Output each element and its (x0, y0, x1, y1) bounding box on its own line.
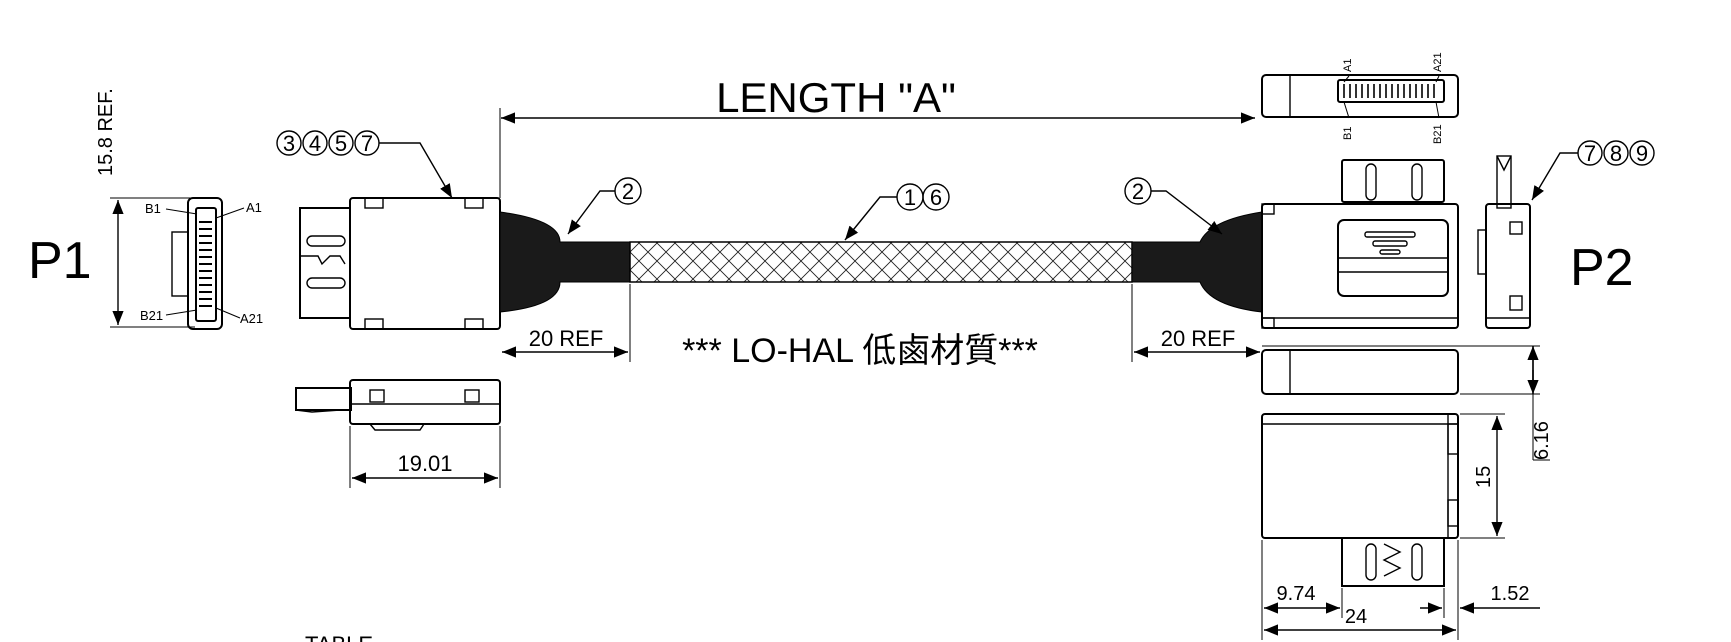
p2-label: P2 (1570, 239, 1634, 297)
p2-end-view (1477, 155, 1531, 329)
p2-pin-b21: B21 (1432, 124, 1444, 144)
cable-callout-center-1: 1 (904, 185, 916, 210)
length-a-label: LENGTH "A" (716, 74, 956, 121)
cable-callout-right: 2 (1124, 177, 1223, 235)
p2-callout-2: 8 (1610, 141, 1622, 166)
p2-callout-3: 9 (1636, 141, 1648, 166)
p1-pin-a1: A1 (246, 200, 262, 215)
p2-callout-1: 7 (1584, 141, 1596, 166)
p2-plan-view (1261, 413, 1459, 587)
p2-dim-d4: 24 (1345, 606, 1367, 628)
cable-callout-center-2: 6 (930, 185, 942, 210)
p2-pin-b1: B1 (1342, 127, 1354, 140)
lo-hal-note: *** LO-HAL 低鹵材質*** (682, 332, 1038, 370)
cable-callout-left: 2 (567, 177, 642, 235)
bottom-label: TABLE (305, 632, 373, 642)
p2-connector-body (1261, 203, 1459, 329)
p2-dim-d5: 1.52 (1491, 583, 1530, 605)
p1-pin-b21: B21 (140, 308, 163, 323)
p1-label: P1 (28, 232, 92, 290)
cable-callout-center: 1 6 (844, 183, 950, 241)
p1-pin-b1: B1 (145, 201, 161, 216)
p1-callout-3: 5 (335, 131, 347, 156)
p1-callout-4: 7 (361, 131, 373, 156)
p1-width-value: 19.01 (397, 451, 452, 476)
cable (499, 211, 1263, 313)
p2-dim-d2: 15 (1473, 466, 1495, 488)
p1-end-view: B1 A1 B21 A21 (140, 197, 263, 330)
p1-ref-length-dimension: 20 REF (502, 284, 631, 362)
p2-profile-view (1261, 345, 1540, 395)
p1-width-dimension: 19.01 (349, 426, 501, 488)
p2-tongue (1341, 159, 1445, 203)
p1-pin-a21: A21 (240, 311, 263, 326)
p1-callout-2: 4 (309, 131, 321, 156)
p1-ref-dimension: 15.8 REF. (95, 88, 117, 176)
p2-pin-a1: A1 (1342, 59, 1354, 72)
p2-top-view: A1 A21 B1 B21 (1261, 52, 1459, 144)
length-a-dimension: LENGTH "A" (499, 74, 1255, 198)
cable-callout-right-1: 2 (1132, 179, 1144, 204)
p2-pin-a21: A21 (1432, 52, 1444, 72)
p1-height-dimension: 15.8 REF. (95, 88, 195, 328)
p2-ref-length: 20 REF (1161, 326, 1236, 351)
cable-callout-left-1: 2 (622, 179, 634, 204)
p1-ref-length: 20 REF (529, 326, 604, 351)
p1-callout-1: 3 (283, 131, 295, 156)
p2-ref-length-dimension: 20 REF (1131, 284, 1260, 362)
p1-connector-body (299, 197, 501, 330)
p1-callout: 3 4 5 7 (276, 130, 453, 199)
p2-dim-d3: 9.74 (1277, 583, 1316, 605)
p2-dimensions: 6.16 15 9.74 24 1.52 (1261, 346, 1553, 640)
p1-bottom-view (295, 379, 501, 431)
p2-callout: 7 8 9 (1531, 140, 1655, 201)
p2-dim-d1: 6.16 (1531, 421, 1553, 460)
